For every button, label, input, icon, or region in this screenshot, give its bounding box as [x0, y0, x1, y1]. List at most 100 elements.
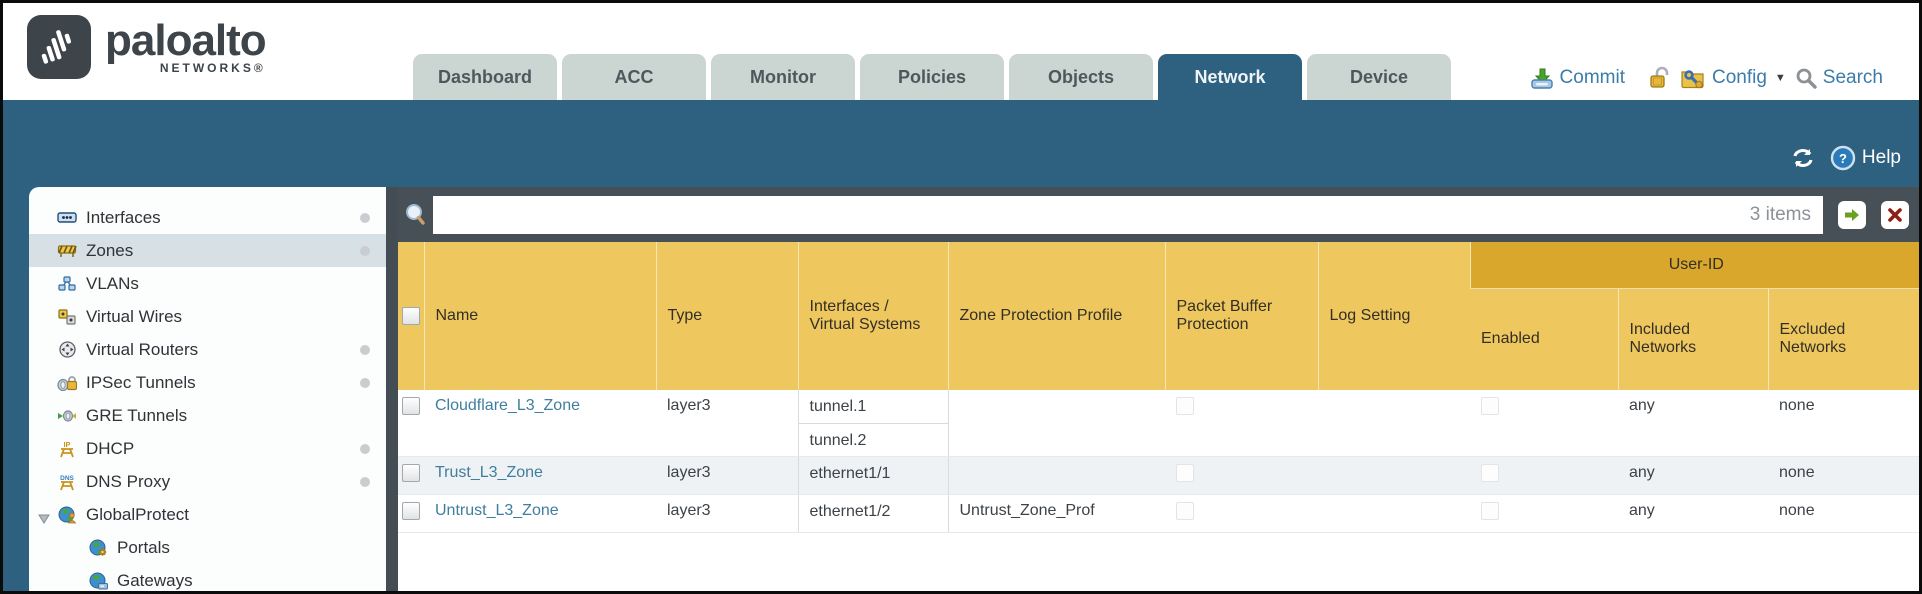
- dns-proxy-icon: DNS: [56, 473, 78, 491]
- column-header-zone-protection[interactable]: Zone Protection Profile: [947, 242, 1165, 390]
- excluded-networks: none: [1768, 494, 1919, 533]
- user-id-enabled-checkbox[interactable]: [1481, 397, 1499, 415]
- dhcp-icon: IP: [56, 440, 78, 458]
- apply-filter-button[interactable]: [1838, 200, 1866, 229]
- select-all-checkbox[interactable]: [402, 306, 420, 325]
- tab-device[interactable]: Device: [1307, 54, 1451, 100]
- packet-buffer-checkbox[interactable]: [1176, 464, 1194, 482]
- apply-filter-icon: [1845, 208, 1859, 221]
- zones-content: 3 items: [398, 187, 1919, 591]
- content-empty-area: [398, 533, 1919, 591]
- filter-input[interactable]: [433, 195, 1823, 234]
- commit-button[interactable]: Commit: [1530, 66, 1625, 90]
- svg-text:DNS: DNS: [60, 475, 74, 482]
- commit-icon: [1530, 68, 1553, 89]
- svg-text:?: ?: [1839, 151, 1847, 166]
- gateways-icon: [87, 572, 109, 590]
- refresh-icon[interactable]: [1788, 146, 1818, 170]
- zone-protection-profile: [948, 456, 1165, 495]
- table-row: Trust_L3_Zone layer3 ethernet1/1 any non…: [398, 456, 1919, 495]
- tab-objects[interactable]: Objects: [1009, 54, 1153, 100]
- help-button[interactable]: ? Help: [1830, 145, 1901, 171]
- included-networks: any: [1618, 456, 1768, 495]
- sidebar-item-interfaces[interactable]: Interfaces: [29, 201, 386, 234]
- column-header-name[interactable]: Name: [423, 242, 656, 390]
- portals-icon: [87, 539, 109, 557]
- status-dot: [360, 476, 370, 487]
- excluded-networks: none: [1768, 390, 1919, 457]
- sidebar-item-dns-proxy[interactable]: DNS DNS Proxy: [29, 465, 386, 498]
- interfaces-icon: [56, 209, 78, 227]
- row-checkbox[interactable]: [402, 397, 420, 415]
- column-group-user-id: User-ID: [1469, 242, 1919, 289]
- tab-network[interactable]: Network: [1158, 54, 1302, 100]
- filter-field: 3 items: [433, 195, 1823, 234]
- status-dot: [360, 212, 370, 223]
- column-header-type[interactable]: Type: [655, 242, 798, 390]
- sidebar-item-virtual-routers[interactable]: Virtual Routers: [29, 333, 386, 366]
- zone-protection-profile: Untrust_Zone_Prof: [948, 494, 1165, 533]
- user-id-enabled-checkbox[interactable]: [1481, 464, 1499, 482]
- gre-tunnels-icon: [56, 407, 78, 425]
- tab-dashboard[interactable]: Dashboard: [413, 54, 557, 100]
- sidebar-item-portals[interactable]: Portals: [29, 531, 386, 564]
- zone-name-link[interactable]: Trust_L3_Zone: [435, 464, 543, 481]
- excluded-networks: none: [1768, 456, 1919, 495]
- row-checkbox[interactable]: [402, 502, 420, 520]
- user-id-enabled-checkbox[interactable]: [1481, 502, 1499, 520]
- filter-toolbar: 3 items: [398, 187, 1919, 242]
- unlock-icon[interactable]: [1649, 66, 1671, 90]
- logo-wordmark: paloalto: [105, 16, 267, 65]
- column-header-included-networks[interactable]: Included Networks: [1617, 288, 1768, 390]
- zone-name-link[interactable]: Untrust_L3_Zone: [435, 502, 559, 519]
- included-networks: any: [1618, 390, 1768, 457]
- zone-protection-profile: [948, 390, 1165, 457]
- column-header-interfaces[interactable]: Interfaces / Virtual Systems: [797, 242, 948, 390]
- chevron-down-icon: ▼: [1774, 72, 1786, 84]
- sidebar-item-gateways[interactable]: Gateways: [29, 564, 386, 591]
- header-utilities: Commit Config ▼: [1530, 66, 1883, 90]
- app-header: paloalto NETWORKS® Dashboard ACC Monitor…: [3, 3, 1919, 100]
- interface-entry: tunnel.2: [798, 423, 948, 456]
- zone-name-link[interactable]: Cloudflare_L3_Zone: [435, 397, 580, 414]
- globalprotect-icon: [56, 506, 78, 524]
- log-setting: [1318, 390, 1470, 457]
- sidebar-item-ipsec-tunnels[interactable]: IPSec Tunnels: [29, 366, 386, 399]
- svg-text:IP: IP: [63, 440, 70, 449]
- clear-filter-icon: [1888, 207, 1902, 222]
- interface-entry: ethernet1/1: [809, 465, 891, 482]
- tab-policies[interactable]: Policies: [860, 54, 1004, 100]
- tab-monitor[interactable]: Monitor: [711, 54, 855, 100]
- teal-band: ? Help: [3, 100, 1919, 187]
- ipsec-tunnels-icon: [56, 374, 78, 392]
- log-setting: [1318, 456, 1470, 495]
- packet-buffer-checkbox[interactable]: [1176, 397, 1194, 415]
- config-menu-button[interactable]: Config ▼: [1680, 66, 1786, 90]
- collapse-triangle-icon[interactable]: [38, 509, 50, 529]
- column-header-packet-buffer[interactable]: Packet Buffer Protection: [1164, 242, 1318, 390]
- zone-type: layer3: [656, 390, 798, 457]
- sidebar-item-virtual-wires[interactable]: Virtual Wires: [29, 300, 386, 333]
- main-area: Interfaces Zones VLANs Vir: [3, 187, 1919, 591]
- status-dot: [360, 344, 370, 355]
- column-header-log-setting[interactable]: Log Setting: [1317, 242, 1470, 390]
- sidebar-item-gre-tunnels[interactable]: GRE Tunnels: [29, 399, 386, 432]
- packet-buffer-checkbox[interactable]: [1176, 502, 1194, 520]
- virtual-routers-icon: [56, 341, 78, 359]
- nav-tabs: Dashboard ACC Monitor Policies Objects N…: [413, 54, 1451, 100]
- sidebar-item-globalprotect[interactable]: GlobalProtect: [29, 498, 386, 531]
- clear-filter-button[interactable]: [1881, 200, 1909, 229]
- column-header-enabled[interactable]: Enabled: [1470, 288, 1618, 390]
- row-checkbox[interactable]: [402, 464, 420, 482]
- column-header-excluded-networks[interactable]: Excluded Networks: [1767, 288, 1919, 390]
- search-button[interactable]: Search: [1795, 67, 1883, 89]
- tab-acc[interactable]: ACC: [562, 54, 706, 100]
- zones-icon: [56, 242, 78, 260]
- sidebar-item-vlans[interactable]: VLANs: [29, 267, 386, 300]
- status-dot: [360, 443, 370, 454]
- sidebar-item-zones[interactable]: Zones: [29, 234, 386, 267]
- table-row: Untrust_L3_Zone layer3 ethernet1/2 Untru…: [398, 494, 1919, 533]
- sidebar-item-dhcp[interactable]: IP DHCP: [29, 432, 386, 465]
- sidebar-content-divider: [386, 187, 398, 591]
